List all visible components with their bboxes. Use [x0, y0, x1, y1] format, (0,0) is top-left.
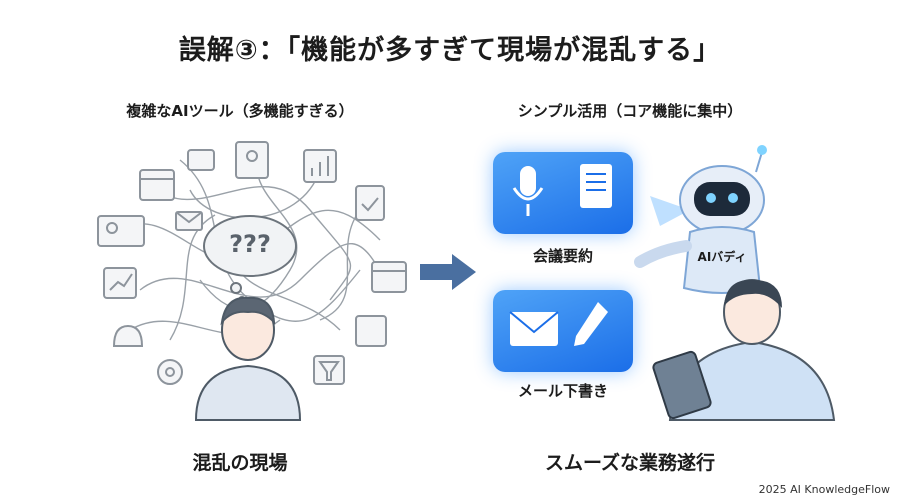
left-caption: 混乱の現場: [192, 452, 288, 474]
arrow-right-icon: [420, 254, 476, 290]
gear-icon: [157, 359, 183, 385]
line-chart-icon: [103, 267, 137, 299]
calendar-icon: [371, 261, 407, 293]
envelope-icon: [509, 311, 559, 346]
feature-label-email-draft: メール下書き: [517, 382, 608, 400]
left-heading: 複雑なAIツール（多機能すぎる）: [126, 102, 354, 120]
notepad-icon: [355, 315, 387, 347]
calendar-icon: [139, 169, 175, 201]
envelope-icon: [175, 211, 203, 231]
bar-chart-icon: [303, 149, 337, 183]
document-icon: [580, 164, 612, 208]
thought-cloud-icon: [203, 215, 297, 304]
right-heading: シンプル活用（コア機能に集中）: [517, 102, 743, 120]
microphone-icon: [512, 166, 544, 216]
contact-book-icon: [235, 141, 269, 179]
footer-credit: 2025 AI KnowledgeFlow: [758, 483, 890, 496]
clipboard-icon: [355, 185, 385, 221]
bell-icon: [112, 324, 144, 347]
feature-label-meeting-summary: 会議要約: [532, 247, 593, 265]
page-title: 誤解③：「機能が多すぎて現場が混乱する」: [178, 35, 722, 66]
filter-icon: [313, 355, 345, 385]
question-marks: ???: [229, 230, 271, 258]
confused-person-illustration: [194, 296, 302, 421]
chat-icon: [187, 149, 215, 171]
profile-card-icon: [97, 215, 145, 247]
right-caption: スムーズな業務遂行: [544, 452, 716, 474]
robot-label: AIバディ: [697, 250, 747, 264]
pencil-icon: [574, 302, 608, 346]
